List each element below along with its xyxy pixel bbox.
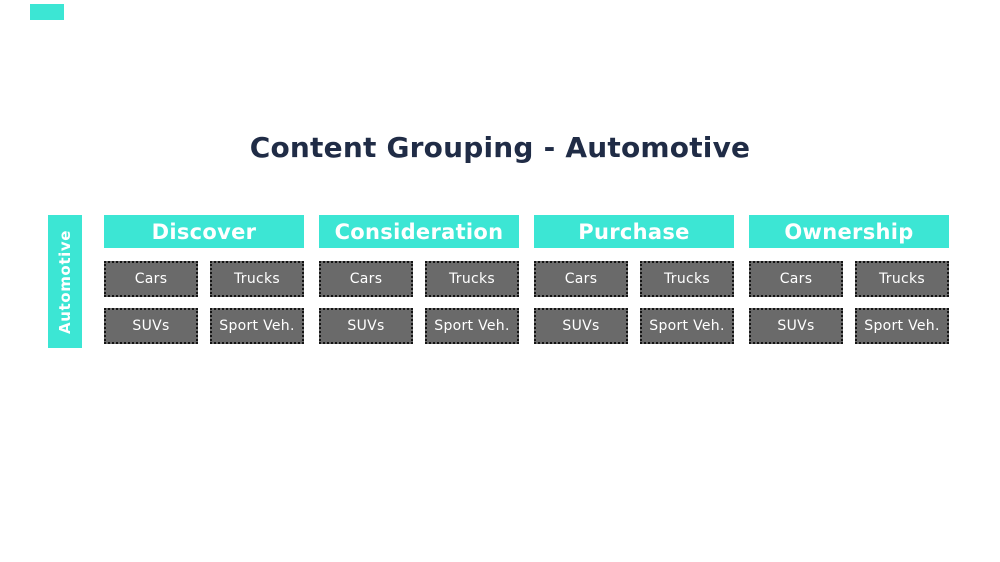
slide-title: Content Grouping - Automotive: [249, 131, 751, 164]
content-box-suvs: SUVs: [319, 308, 413, 344]
group-consideration: Consideration Cars Trucks SUVs Sport Veh…: [319, 215, 519, 344]
category-side-bar: Automotive: [48, 215, 82, 348]
content-box-trucks: Trucks: [855, 261, 949, 297]
content-box-sport-veh: Sport Veh.: [855, 308, 949, 344]
content-box-cars: Cars: [104, 261, 198, 297]
group-header-ownership: Ownership: [749, 215, 949, 248]
content-box-sport-veh: Sport Veh.: [210, 308, 304, 344]
group-header-purchase: Purchase: [534, 215, 734, 248]
group-discover: Discover Cars Trucks SUVs Sport Veh.: [104, 215, 304, 344]
content-box-trucks: Trucks: [210, 261, 304, 297]
content-grouping-diagram: Automotive Discover Cars Trucks SUVs Spo…: [48, 215, 949, 348]
group-grid: Cars Trucks SUVs Sport Veh.: [319, 261, 519, 344]
content-box-sport-veh: Sport Veh.: [640, 308, 734, 344]
content-box-trucks: Trucks: [640, 261, 734, 297]
stage-groups: Discover Cars Trucks SUVs Sport Veh. Con…: [104, 215, 949, 344]
content-box-cars: Cars: [534, 261, 628, 297]
content-box-cars: Cars: [319, 261, 413, 297]
group-header-consideration: Consideration: [319, 215, 519, 248]
category-side-label: Automotive: [56, 229, 74, 334]
group-grid: Cars Trucks SUVs Sport Veh.: [534, 261, 734, 344]
content-box-suvs: SUVs: [534, 308, 628, 344]
content-box-suvs: SUVs: [749, 308, 843, 344]
group-purchase: Purchase Cars Trucks SUVs Sport Veh.: [534, 215, 734, 344]
content-box-sport-veh: Sport Veh.: [425, 308, 519, 344]
content-box-cars: Cars: [749, 261, 843, 297]
group-grid: Cars Trucks SUVs Sport Veh.: [104, 261, 304, 344]
corner-accent-mark: [30, 4, 64, 20]
group-grid: Cars Trucks SUVs Sport Veh.: [749, 261, 949, 344]
group-header-discover: Discover: [104, 215, 304, 248]
content-box-suvs: SUVs: [104, 308, 198, 344]
group-ownership: Ownership Cars Trucks SUVs Sport Veh.: [749, 215, 949, 344]
content-box-trucks: Trucks: [425, 261, 519, 297]
